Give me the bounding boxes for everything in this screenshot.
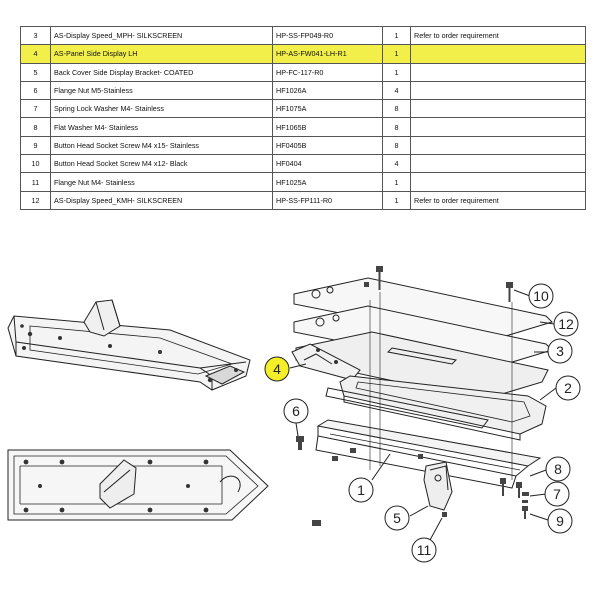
parts-cell-description: AS-Panel Side Display LH xyxy=(50,44,273,64)
parts-cell-part-no: HP-FC-117-R0 xyxy=(272,62,383,82)
parts-cell-qty: 8 xyxy=(382,135,411,156)
svg-text:3: 3 xyxy=(556,343,564,359)
parts-cell-description: Button Head Socket Screw M4 x15- Stainle… xyxy=(50,135,273,156)
parts-cell-item: 9 xyxy=(20,135,51,156)
parts-cell-part-no: HP-SS-FP111-R0 xyxy=(272,190,383,210)
parts-cell-item: 8 xyxy=(20,117,51,137)
parts-cell-note xyxy=(410,117,586,137)
parts-cell-note xyxy=(410,44,586,64)
parts-cell-note xyxy=(410,154,586,174)
svg-text:2: 2 xyxy=(564,380,572,396)
parts-cell-part-no: HP-SS-FP049-R0 xyxy=(272,25,383,46)
parts-cell-note xyxy=(410,62,586,82)
parts-cell-description: Back Cover Side Display Bracket- COATED xyxy=(50,62,273,82)
svg-text:4: 4 xyxy=(273,361,281,377)
parts-cell-note xyxy=(410,172,586,192)
callout-5 xyxy=(384,505,410,531)
parts-cell-item: 6 xyxy=(20,80,51,101)
svg-text:7: 7 xyxy=(553,486,561,502)
fasteners xyxy=(296,266,529,526)
exploded-view xyxy=(291,266,553,526)
parts-cell-note xyxy=(410,135,586,156)
parts-cell-qty: 1 xyxy=(382,44,411,64)
callouts: 10 12 3 4 2 6 1 8 7 5 9 11 xyxy=(264,283,581,563)
svg-text:10: 10 xyxy=(533,288,549,304)
callout-6 xyxy=(283,398,309,424)
svg-text:8: 8 xyxy=(554,461,562,477)
parts-cell-item: 3 xyxy=(20,25,51,46)
callout-3 xyxy=(547,338,573,364)
parts-cell-qty: 1 xyxy=(382,62,411,82)
parts-cell-part-no: HF1075A xyxy=(272,99,383,119)
parts-cell-qty: 4 xyxy=(382,80,411,101)
parts-cell-part-no: HF0404 xyxy=(272,154,383,174)
callout-7 xyxy=(544,481,570,507)
svg-text:5: 5 xyxy=(393,510,401,526)
callout-4 xyxy=(264,356,290,382)
parts-cell-note xyxy=(410,99,586,119)
parts-cell-item: 11 xyxy=(20,172,51,192)
panel-rear-flat-view xyxy=(7,449,269,521)
svg-text:6: 6 xyxy=(292,403,300,419)
parts-cell-description: Spring Lock Washer M4- Stainless xyxy=(50,99,273,119)
parts-cell-description: Flange Nut M4- Stainless xyxy=(50,172,273,192)
callout-1 xyxy=(348,477,374,503)
parts-cell-description: AS-Display Speed_MPH- SILKSCREEN xyxy=(50,25,273,46)
parts-cell-part-no: HP-AS-FW041-LH-R1 xyxy=(272,44,383,64)
callout-9 xyxy=(547,508,573,534)
callout-12 xyxy=(553,311,579,337)
parts-cell-part-no: HF1065B xyxy=(272,117,383,137)
parts-cell-description: Flat Washer M4- Stainless xyxy=(50,117,273,137)
callout-8 xyxy=(545,456,571,482)
parts-cell-part-no: HF0405B xyxy=(272,135,383,156)
assembled-panel-isometric-view xyxy=(7,299,251,391)
parts-cell-qty: 8 xyxy=(382,99,411,119)
parts-cell-qty: 8 xyxy=(382,117,411,137)
parts-cell-item: 5 xyxy=(20,62,51,82)
exploded-assembly-drawing: 10 12 3 4 2 6 1 8 7 5 9 11 xyxy=(7,266,581,563)
parts-cell-description: Button Head Socket Screw M4 x12- Black xyxy=(50,154,273,174)
parts-cell-qty: 1 xyxy=(382,172,411,192)
svg-text:11: 11 xyxy=(417,542,432,558)
parts-cell-part-no: HF1025A xyxy=(272,172,383,192)
parts-cell-description: AS-Display Speed_KMH- SILKSCREEN xyxy=(50,190,273,210)
parts-cell-part-no: HF1026A xyxy=(272,80,383,101)
parts-cell-note xyxy=(410,80,586,101)
parts-cell-item: 10 xyxy=(20,154,51,174)
parts-cell-qty: 1 xyxy=(382,190,411,210)
callout-2 xyxy=(555,375,581,401)
parts-cell-qty: 4 xyxy=(382,154,411,174)
callout-10 xyxy=(528,283,554,309)
parts-cell-note: Refer to order requirement xyxy=(410,190,586,210)
parts-cell-item: 12 xyxy=(20,190,51,210)
parts-cell-item: 4 xyxy=(20,44,51,64)
svg-text:9: 9 xyxy=(556,513,564,529)
parts-cell-item: 7 xyxy=(20,99,51,119)
parts-cell-description: Flange Nut M5-Stainless xyxy=(50,80,273,101)
svg-text:12: 12 xyxy=(558,316,574,332)
svg-text:1: 1 xyxy=(357,482,365,498)
callout-11 xyxy=(411,537,437,563)
parts-cell-qty: 1 xyxy=(382,25,411,46)
parts-cell-note: Refer to order requirement xyxy=(410,25,586,46)
